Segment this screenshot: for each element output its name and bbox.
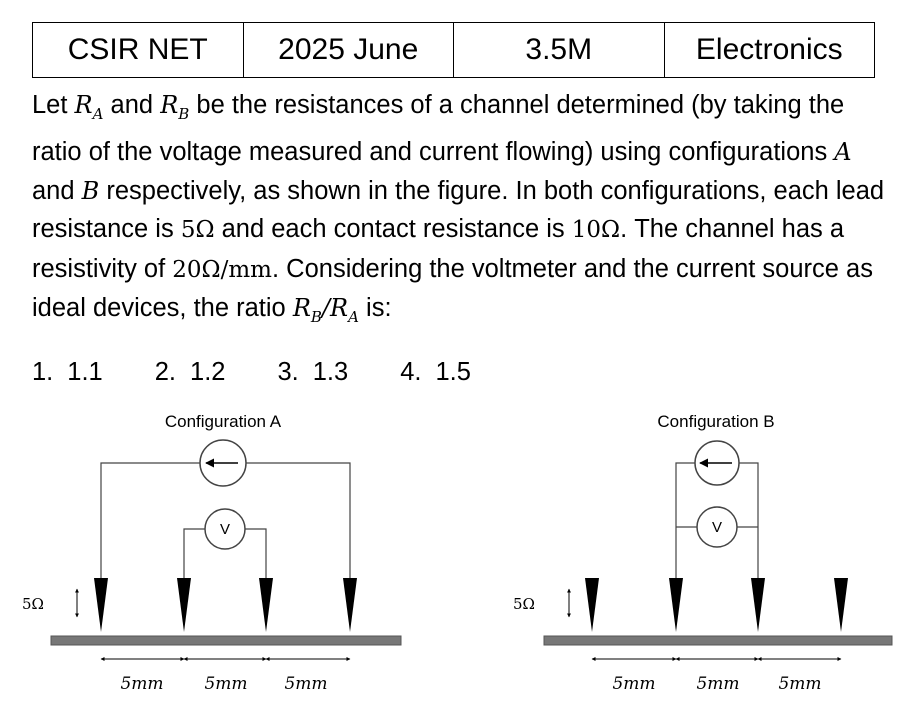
spacing-a-3: 5mm xyxy=(284,674,327,694)
option-2[interactable]: 2.1.2 xyxy=(154,358,226,386)
configuration-a: Configuration A V 5Ω xyxy=(22,412,402,694)
header-table: CSIR NET 2025 June 3.5M Electronics xyxy=(32,22,875,78)
spacing-a-1: 5mm xyxy=(120,674,163,694)
spacing-a-2: 5mm xyxy=(204,674,247,694)
voltmeter-b: V xyxy=(676,506,758,548)
question-text: Let RA and RB be the resistances of a ch… xyxy=(32,91,885,327)
voltmeter-b-label: V xyxy=(712,519,722,536)
configuration-b: Configuration B V 5Ω xyxy=(513,412,893,694)
option-1[interactable]: 1.1.1 xyxy=(32,358,103,386)
option-3[interactable]: 3.1.3 xyxy=(277,358,349,386)
current-source-b xyxy=(675,440,759,580)
lead-label-b: 5Ω xyxy=(513,595,535,613)
voltmeter-a-label: V xyxy=(220,521,230,538)
header-marks: 3.5M xyxy=(453,22,665,78)
config-b-title: Configuration B xyxy=(657,412,774,431)
probes-b xyxy=(585,578,848,632)
channel-a xyxy=(50,635,402,646)
spacing-b-3: 5mm xyxy=(778,674,821,694)
current-source-a xyxy=(100,439,351,580)
header-subject: Electronics xyxy=(663,22,875,78)
header-session: 2025 June xyxy=(242,22,454,78)
spacing-b-1: 5mm xyxy=(612,674,655,694)
option-4[interactable]: 4.1.5 xyxy=(400,358,471,386)
lead-label-a: 5Ω xyxy=(22,595,44,613)
header-exam: CSIR NET xyxy=(32,22,244,78)
channel-b xyxy=(543,635,893,646)
spacing-b-2: 5mm xyxy=(696,674,739,694)
voltmeter-a: V xyxy=(183,508,267,580)
circuit-figure: Configuration A V 5Ω xyxy=(22,412,893,694)
probes-a xyxy=(94,578,357,632)
config-a-title: Configuration A xyxy=(165,412,282,431)
answer-options: 1.1.1 2.1.2 3.1.3 4.1.5 xyxy=(32,355,523,389)
